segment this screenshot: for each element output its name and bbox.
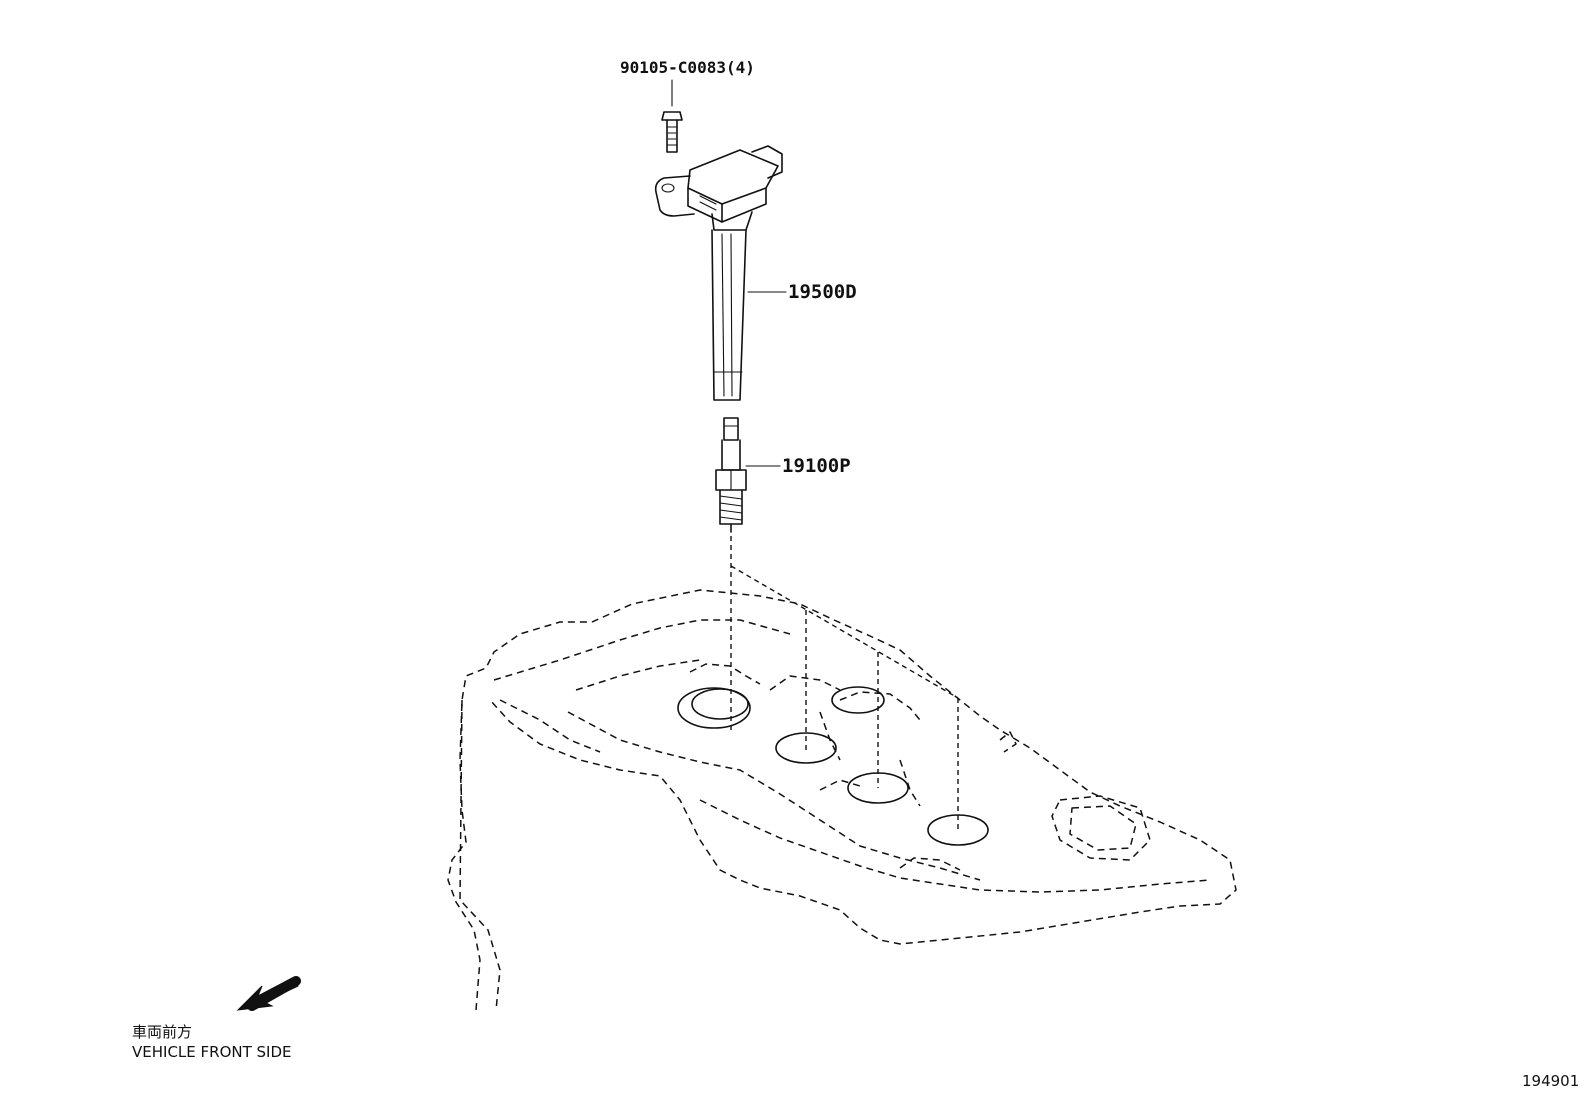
arrow-icon <box>236 976 301 1011</box>
engine-cylinder-head <box>447 589 1237 1011</box>
figure-number: 194901 <box>1522 1072 1580 1090</box>
vehicle-front-label: VEHICLE FRONT SIDE <box>132 1043 292 1061</box>
ignition-coil-callout: 19500D <box>788 281 857 303</box>
bolt-part[interactable] <box>661 79 683 153</box>
spark-plug-callout: 19100P <box>782 455 851 477</box>
bolt-callout: 90105-C0083(4) <box>620 58 755 77</box>
assembly-guide-lines <box>730 536 959 832</box>
vehicle-front-label-jp: 車両前方 <box>132 1023 193 1041</box>
spark-plug-part[interactable] <box>715 417 781 533</box>
spark-plug-wells <box>677 686 989 846</box>
ignition-coil-part[interactable] <box>654 145 787 401</box>
